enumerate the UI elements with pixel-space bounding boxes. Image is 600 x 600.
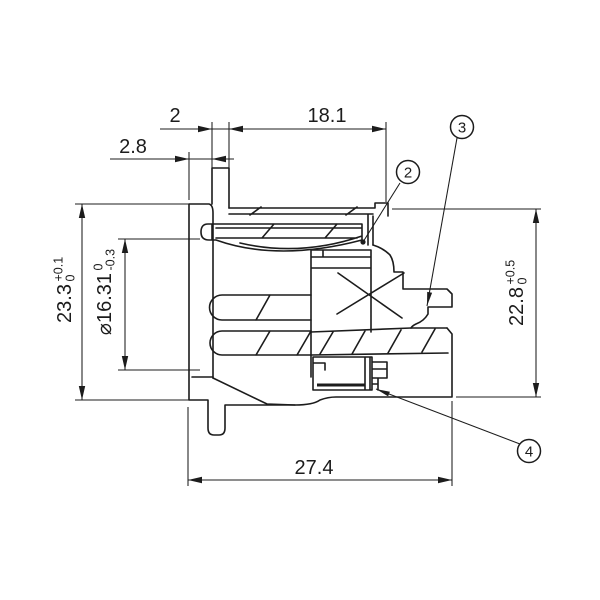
balloon-2-label: 2 <box>404 164 412 181</box>
balloon-callouts: 2 3 4 <box>360 114 542 464</box>
balloon-4-circle <box>516 438 542 464</box>
upper-contact-step <box>372 244 453 329</box>
balloon-3-label: 3 <box>458 119 466 136</box>
dim-barrel-diameter-value: ⌀16.31 <box>94 273 116 335</box>
dim-housing-height-tol-lower: 0 <box>516 278 530 285</box>
latch-spring-bar <box>200 223 363 252</box>
dimension-lines <box>81 128 537 481</box>
shell-bottom-contour <box>191 327 453 406</box>
dim-housing-height-value: 22.8 <box>506 287 528 326</box>
balloon-4-leader <box>375 388 521 445</box>
balloon-4-label: 4 <box>525 443 533 460</box>
dim-barrel-diameter-tol-upper: 0 <box>92 264 106 271</box>
balloon-3-leader <box>426 137 458 307</box>
balloon-2-leader <box>362 182 401 243</box>
dim-flange-thickness: 2.8 <box>119 136 147 158</box>
terminal-band <box>310 327 449 356</box>
shell-top-wall <box>228 202 389 246</box>
dim-barrel-diameter-tol-lower: -0.3 <box>104 249 118 271</box>
dim-overall-depth: 27.4 <box>295 457 334 479</box>
insert-block <box>310 249 405 378</box>
dim-flange-height-value: 23.3 <box>54 284 76 323</box>
extension-lines <box>75 122 541 486</box>
dim-neck-width: 2 <box>169 105 180 127</box>
balloon-3-leader-arrow <box>427 291 433 306</box>
dim-flange-height-tol-upper: +0.1 <box>52 257 66 282</box>
dim-flange-height-tol-lower: 0 <box>64 275 78 282</box>
dimension-arrowheads <box>78 125 540 484</box>
dim-housing-height: 22.8 +0.5 0 <box>504 260 530 326</box>
balloon-3-circle <box>449 114 475 140</box>
contact-pins <box>208 294 312 356</box>
dim-body-depth: 18.1 <box>308 105 347 127</box>
lower-contact-block <box>312 356 388 391</box>
dim-barrel-diameter: ⌀16.31 0 -0.3 <box>92 249 118 335</box>
balloon-4-leader-arrow <box>376 389 390 397</box>
dim-housing-height-tol-upper: +0.5 <box>504 260 518 285</box>
balloon-2-circle <box>395 159 421 185</box>
balloon-2-leader-dot <box>360 239 366 245</box>
dim-flange-height: 23.3 +0.1 0 <box>52 257 78 323</box>
part-outline-group <box>188 167 453 436</box>
flange-outline <box>188 167 296 436</box>
